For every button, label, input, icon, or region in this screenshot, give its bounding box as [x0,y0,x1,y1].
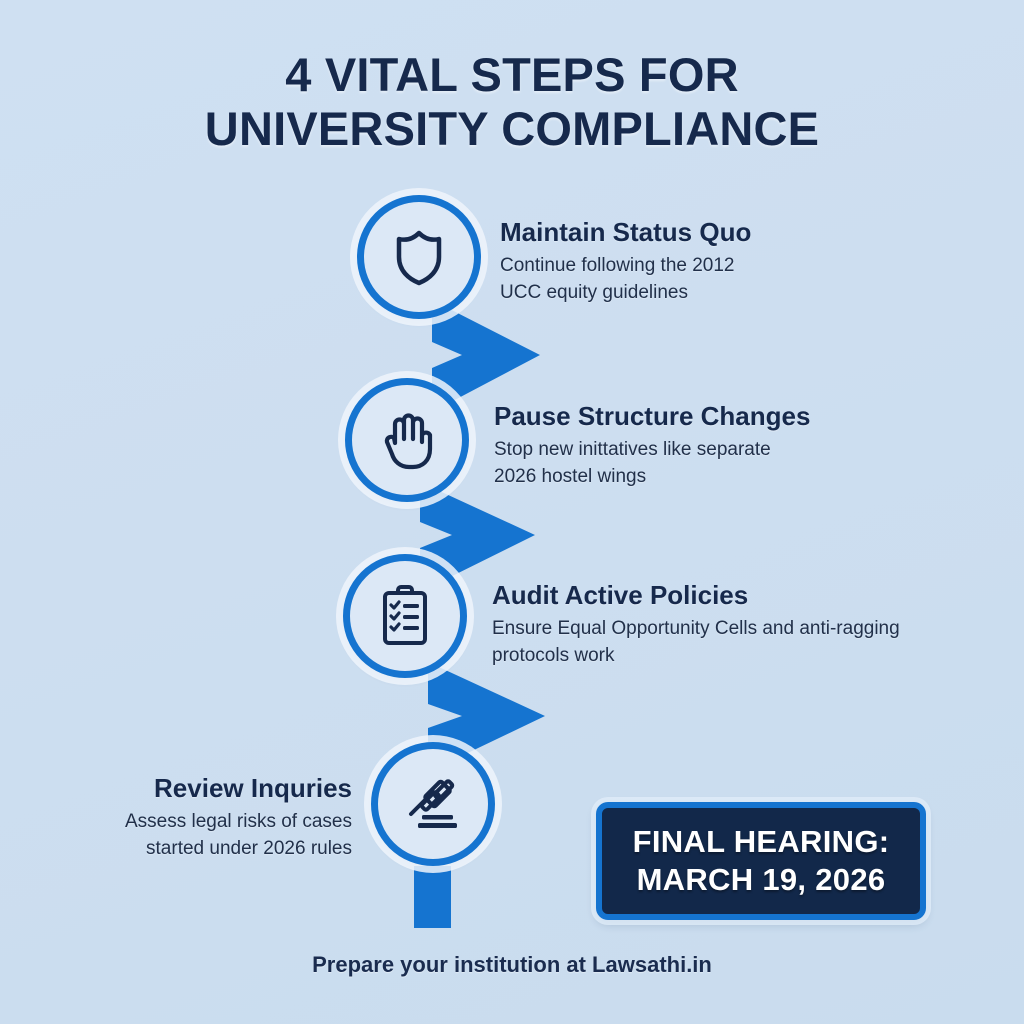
title-line-2: UNIVERSITY COMPLIANCE [204,102,820,155]
step-1-title: Maintain Status Quo [500,217,752,247]
step-2-text: Pause Structure Changes Stop new inittat… [494,400,934,490]
gavel-icon [402,775,464,833]
final-hearing-badge: FINAL HEARING: MARCH 19, 2026 [596,802,926,920]
badge-line-1: FINAL HEARING: [632,824,890,859]
step-3-desc-line-2: protocols work [492,645,615,666]
page-title: 4 VITAL STEPS FOR UNIVERSITY COMPLIANCE [0,48,1024,156]
step-3-title: Audit Active Policies [492,580,749,610]
step-2-desc-line-1: Stop new inittatives like separate [494,439,771,460]
badge-line-2: MARCH 19, 2026 [636,862,886,897]
step-2-title: Pause Structure Changes [494,401,811,431]
raised-hand-icon [380,409,434,471]
clipboard-checklist-icon [379,585,431,647]
step-4-title: Review Inquries [154,773,352,803]
step-4-circle[interactable] [371,742,495,866]
title-line-1: 4 VITAL STEPS FOR [285,48,739,101]
step-3-text: Audit Active Policies Ensure Equal Oppor… [492,579,942,669]
step-1-text: Maintain Status Quo Continue following t… [500,216,920,306]
step-3-desc-line-1: Ensure Equal Opportunity Cells and anti-… [492,618,900,639]
step-2-circle[interactable] [345,378,469,502]
step-1-circle[interactable] [357,195,481,319]
step-1-desc-line-1: Continue following the 2012 [500,255,735,276]
connector-chevron-1 [432,300,540,412]
connector-chevron-2 [420,482,535,592]
footer-text: Prepare your institution at Lawsathi.in [312,952,712,977]
step-4-desc-line-1: Assess legal risks of cases [124,811,352,832]
step-4-text: Review Inquries Assess legal risks of ca… [100,772,352,862]
step-4-desc-line-2: started under 2026 rules [146,838,352,859]
connector-stem [414,866,451,928]
step-2-desc-line-2: 2026 hostel wings [494,466,647,487]
step-3-circle[interactable] [343,554,467,678]
connector-chevron-3 [428,662,545,772]
step-1-desc-line-2: UCC equity guidelines [500,282,688,303]
shield-icon [391,227,447,287]
